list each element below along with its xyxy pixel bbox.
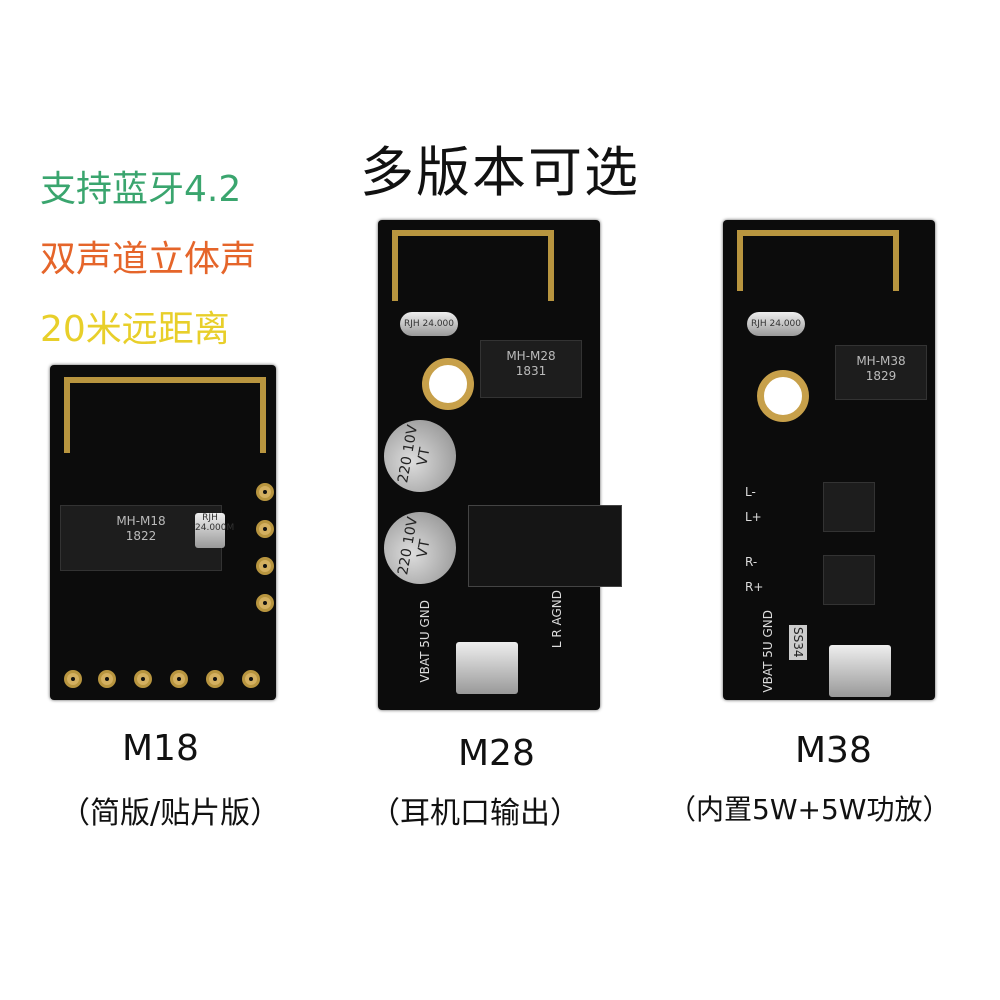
product-desc-m28: （耳机口输出） xyxy=(370,796,580,831)
pad xyxy=(256,520,274,538)
feature-bluetooth: 支持蓝牙4.2 xyxy=(40,169,242,210)
product-name-m38: M38 xyxy=(795,730,872,771)
pad xyxy=(98,670,116,688)
pad xyxy=(256,594,274,612)
right-pin-labels: L R AGND xyxy=(550,590,564,649)
left-pin-labels: VBAT 5U GND xyxy=(761,610,775,693)
pad xyxy=(170,670,188,688)
page-title: 多版本可选 xyxy=(360,141,640,204)
feature-range: 20米远距离 xyxy=(40,309,230,350)
pad xyxy=(256,557,274,575)
antenna-trace xyxy=(64,377,266,453)
product-desc-m38: （内置5W+5W功放） xyxy=(668,793,951,826)
left-pin-labels: VBAT 5U GND xyxy=(418,600,432,683)
product-name-m28: M28 xyxy=(458,733,535,774)
label-r-plus: R+ xyxy=(745,580,764,594)
micro-usb-port xyxy=(456,642,518,694)
headphone-jack xyxy=(468,505,622,587)
antenna-trace xyxy=(392,230,554,301)
amplifier-chip-left xyxy=(823,482,875,532)
label-l-minus: L- xyxy=(745,485,756,499)
crystal: RJH 24.000 xyxy=(400,312,458,336)
pad xyxy=(242,670,260,688)
mounting-hole xyxy=(422,358,474,410)
label-l-plus: L+ xyxy=(745,510,762,524)
pad xyxy=(64,670,82,688)
feature-stereo: 双声道立体声 xyxy=(40,239,257,280)
diode: SS34 xyxy=(789,625,807,660)
product-name-m18: M18 xyxy=(122,728,199,769)
amplifier-chip-right xyxy=(823,555,875,605)
label-r-minus: R- xyxy=(745,555,758,569)
pad xyxy=(134,670,152,688)
micro-usb-port xyxy=(829,645,891,697)
pad xyxy=(256,483,274,501)
crystal: RJH 24.000 xyxy=(747,312,805,336)
pad xyxy=(206,670,224,688)
crystal: RJH 24.000M xyxy=(195,513,234,548)
capacitor: 220 10V VT xyxy=(378,506,462,590)
mounting-hole xyxy=(757,370,809,422)
product-desc-m18: （简版/贴片版） xyxy=(60,796,281,831)
antenna-trace xyxy=(737,230,899,291)
capacitor: 220 10V VT xyxy=(378,414,462,498)
